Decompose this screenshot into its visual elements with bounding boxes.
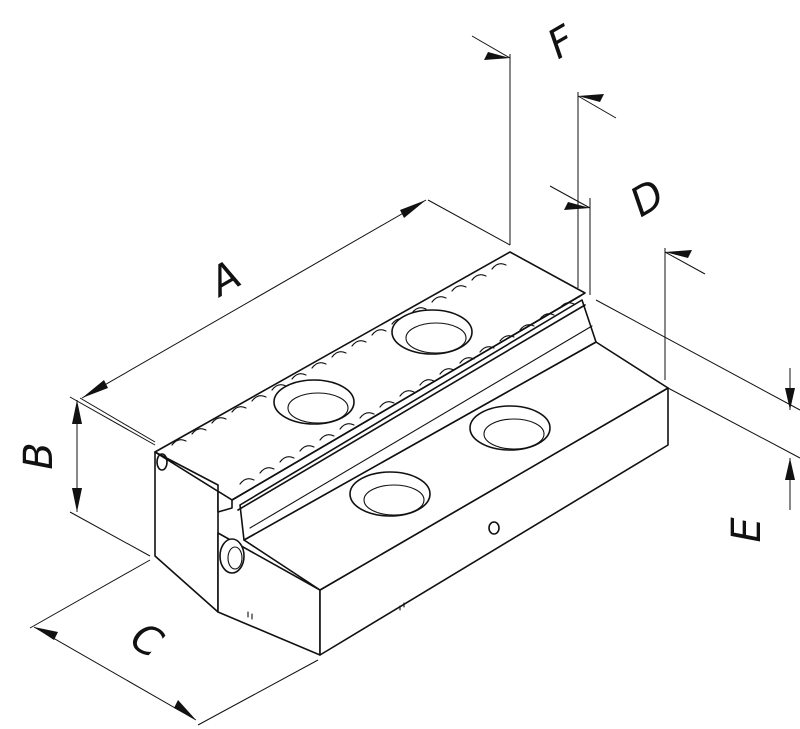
arrow-B-top <box>72 400 82 424</box>
dim-line-F-b <box>577 95 617 119</box>
dim-line-C <box>33 626 197 721</box>
label-A: A <box>200 252 249 307</box>
serration-back <box>239 302 575 485</box>
arrow-A-left <box>82 380 108 398</box>
ridge-line-3 <box>249 325 593 529</box>
pin-hole-top <box>156 453 168 471</box>
ridge-line-2 <box>237 304 586 511</box>
arrow-E-bottom <box>785 458 795 480</box>
hole-upper-left <box>273 379 355 425</box>
arrow-B-bottom <box>72 488 82 512</box>
arrow-C-right <box>174 700 196 720</box>
ext-E-top <box>595 299 800 411</box>
ext-E-bottom <box>667 387 800 459</box>
arrow-F-right <box>578 94 604 102</box>
hole-lower-right <box>469 405 551 451</box>
dimension-lines <box>29 35 800 726</box>
ext-B-top <box>69 396 156 446</box>
label-D: D <box>623 171 673 226</box>
side-hole-front <box>219 538 245 574</box>
ext-C-right <box>197 659 319 726</box>
arrow-D-left <box>564 202 590 210</box>
side-hole-small <box>488 521 500 535</box>
step-wall <box>239 299 597 541</box>
arrow-D-right <box>665 250 692 258</box>
label-C: C <box>123 614 170 668</box>
ext-B-bottom <box>69 511 151 557</box>
dim-line-D-a <box>549 185 591 209</box>
ext-A-right <box>427 199 511 246</box>
arrow-F-left <box>484 52 510 60</box>
label-B: B <box>16 442 62 469</box>
dim-line-A <box>81 199 427 399</box>
label-F: F <box>540 17 584 69</box>
upper-front-face <box>154 451 233 513</box>
arrow-A-right <box>400 200 426 218</box>
ext-A-left <box>79 397 156 443</box>
ridge-line-1 <box>231 295 581 501</box>
dim-line-F-a <box>471 35 511 59</box>
arrow-E-top <box>785 388 795 410</box>
jaw-body <box>154 251 669 656</box>
bottom-notch-marks <box>247 602 405 620</box>
hole-upper-right <box>391 309 473 355</box>
arrow-C-left <box>34 627 58 640</box>
ext-C-left <box>29 559 151 629</box>
label-E: E <box>724 517 770 543</box>
hole-lower-left <box>349 471 431 517</box>
dim-line-D-b <box>664 251 706 275</box>
